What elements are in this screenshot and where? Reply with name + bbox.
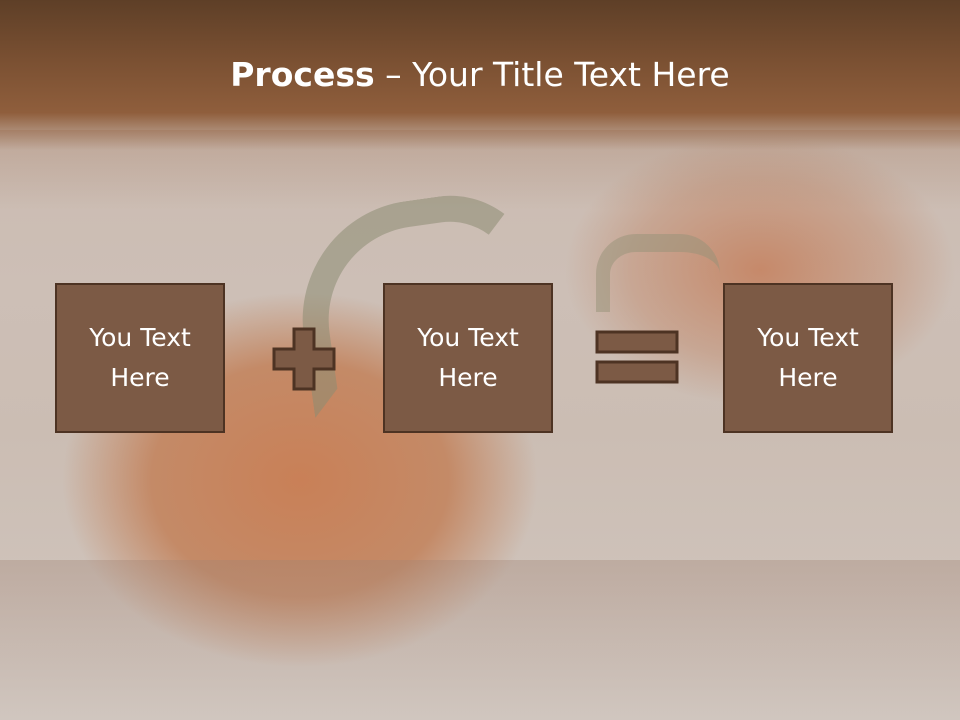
process-box-label: You Text Here: [757, 323, 859, 392]
equals-icon: [595, 330, 679, 384]
process-box-2[interactable]: You Text Here: [383, 283, 553, 433]
title-rest: – Your Title Text Here: [374, 55, 730, 94]
wooden-surface: [0, 560, 960, 720]
process-box-3[interactable]: You Text Here: [723, 283, 893, 433]
process-box-1[interactable]: You Text Here: [55, 283, 225, 433]
process-box-label: You Text Here: [89, 323, 191, 392]
title-band: [0, 0, 960, 150]
title-bold: Process: [230, 55, 375, 94]
pumpkin-stem-right: [596, 234, 720, 312]
slide-title[interactable]: Process – Your Title Text Here: [0, 52, 960, 98]
process-box-label: You Text Here: [417, 323, 519, 392]
plus-icon: [272, 327, 336, 391]
